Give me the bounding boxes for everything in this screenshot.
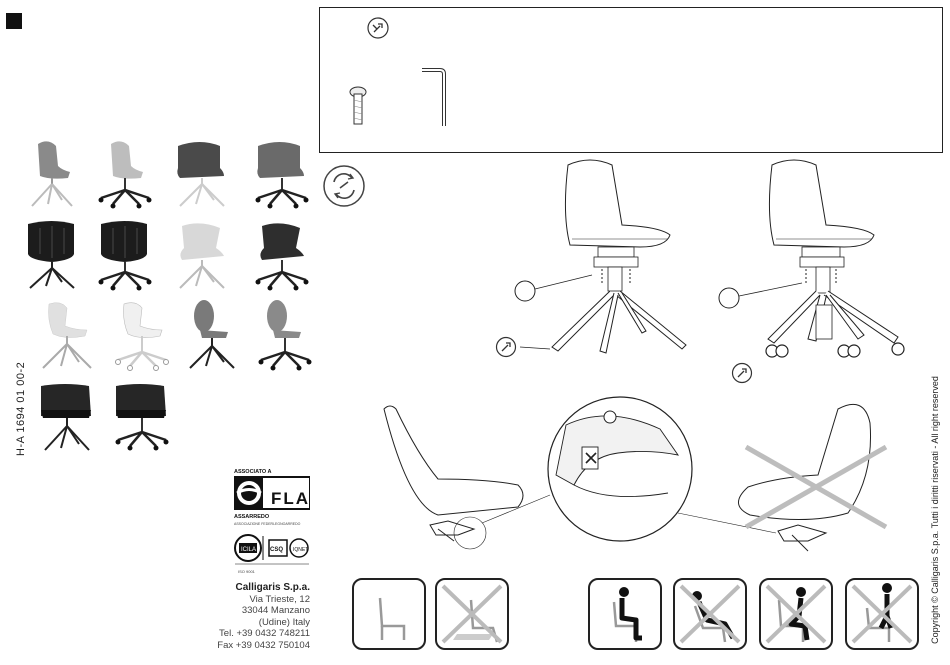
fla-top-text: ASSOCIATO A (234, 469, 272, 475)
allen-key-icon (418, 64, 452, 130)
chair-thumb-12 (253, 300, 317, 372)
company-name: Calligaris S.p.a. (190, 582, 310, 594)
chair-thumb-6 (93, 220, 157, 292)
company-fax: Fax +39 0432 750104 (190, 640, 310, 652)
chair-thumb-1 (20, 138, 84, 210)
fla-sub-text: ASSARREDO (234, 514, 270, 520)
chair-thumb-13 (35, 380, 99, 452)
screw-icon (348, 84, 368, 128)
chair-thumb-3 (170, 138, 234, 210)
chair-thumb-7 (170, 220, 234, 292)
rotate-icon (322, 164, 366, 208)
fla-sub-text2: ASSOCIAZIONE FEDERLEGNOARREDO (234, 522, 301, 526)
iso-cert-text: ISO 9001 (238, 569, 256, 574)
chair-thumb-11 (180, 300, 244, 372)
hardware-box (319, 7, 943, 153)
posture-correct-seated (588, 578, 662, 650)
black-square-icon (6, 13, 22, 29)
chair-thumb-10 (110, 300, 174, 372)
company-region: (Udine) Italy (190, 617, 310, 629)
wrench-icon (366, 16, 390, 40)
fla-logo: ASSOCIATO A FLA ASSARREDO ASSOCIAZIONE F… (233, 466, 311, 528)
chair-thumb-5 (20, 220, 84, 292)
chair-thumb-9 (35, 300, 99, 372)
posture-wrong-kneel (759, 578, 833, 650)
wrench-icon (731, 362, 753, 384)
svg-text:IQNET: IQNET (293, 547, 308, 553)
company-city: 33044 Manzano (190, 605, 310, 617)
chair-thumb-2 (93, 138, 157, 210)
assembly-diagram-castor-base (712, 155, 922, 365)
svg-text:ICILA: ICILA (241, 547, 256, 553)
posture-correct-chair (352, 578, 426, 650)
chair-catalog (15, 138, 315, 458)
company-street: Via Trieste, 12 (190, 594, 310, 606)
wrench-icon (495, 336, 517, 358)
posture-wrong-chair (435, 578, 509, 650)
posture-wrong-stand (845, 578, 919, 650)
assembly-diagram-swivel-base (490, 155, 700, 360)
fla-brand-text: FLA (271, 489, 310, 508)
iso-cert-logo: ICILA CSQ IQNET ISO 9001 (233, 532, 311, 576)
svg-text:CSQ: CSQ (270, 547, 283, 553)
posture-wrong-lean-back (673, 578, 747, 650)
mounting-detail-diagram (378, 395, 918, 570)
company-address: Calligaris S.p.a. Via Trieste, 12 33044 … (190, 582, 310, 651)
chair-thumb-14 (110, 380, 174, 452)
company-tel: Tel. +39 0432 748211 (190, 628, 310, 640)
copyright-notice: Copyright © Calligaris S.p.a. Tutti i di… (918, 370, 948, 660)
chair-thumb-4 (250, 138, 314, 210)
copyright-text: Copyright © Calligaris S.p.a. Tutti i di… (930, 365, 940, 655)
chair-thumb-8 (250, 220, 314, 292)
